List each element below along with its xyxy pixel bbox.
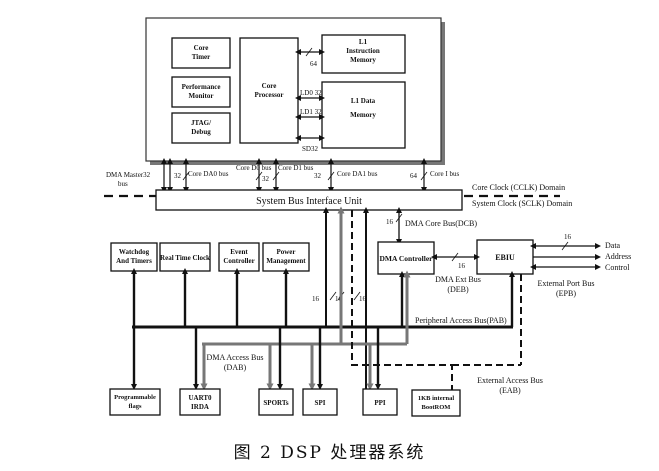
ppi-box [362,388,398,416]
pab-label: Peripheral Access Bus(PAB) [415,316,507,325]
l1-data-memory-box [321,81,406,149]
jtag-debug-box [171,112,231,144]
core-d0-width: 32 [262,175,270,183]
port-data: Data [605,241,621,250]
deb-width: 16 [458,262,466,270]
ebiu-label: EBIU [495,253,515,262]
core-i-width: 64 [410,172,418,180]
pab-width-a: 16 [312,295,320,303]
sbiu-label: System Bus Interface Unit [256,196,362,207]
port-address: Address [605,252,631,261]
watchdog-box [110,242,158,272]
cclk-label: Core Clock (CCLK) Domain [472,183,565,192]
spi-box [302,388,338,416]
jtag-debug-label: JTAG/Debug [191,119,212,136]
core-da0-label: Core DA0 bus [188,170,229,178]
pab-width-b: 16 [335,295,343,303]
core-instr-width: 64 [310,60,318,68]
core-i-label: Core I bus [430,170,459,178]
uart-irda-box [179,388,221,416]
core-d1-label: Core D1 bus [278,164,314,172]
sports-label: SPORTs [263,399,288,407]
figure-caption: 图 2 DSP 处理器系统 [233,443,426,463]
sd-label: SD32 [302,145,318,153]
sports-box [258,388,294,416]
performance-monitor-box [171,76,231,108]
deb-label: DMA Ext Bus(DEB) [435,275,481,294]
eab-label: External Access Bus(EAB) [477,376,543,395]
core-processor-box [239,37,299,144]
eab-line [351,210,453,390]
core-da1-label: Core DA1 bus [337,170,378,178]
spi-label: SPI [315,399,326,407]
rtc-box [159,242,211,272]
sbiu-box [155,189,463,211]
pab-width-c: 16 [359,295,367,303]
core-da0-width: 32 [174,172,182,180]
ebiu-box [476,239,534,275]
ld0-label: LD0 32 [300,89,322,97]
core-timer-box [171,37,231,69]
programmable-flags-box [109,388,161,416]
ld1-label: LD1 32 [300,108,322,116]
dma-controller-box [377,241,435,275]
dcb-label: DMA Core Bus(DCB) [405,219,477,228]
dab-label: DMA Access Bus(DAB) [207,353,264,372]
dcb-width: 16 [386,218,394,226]
event-controller-box [218,242,260,272]
ppi-label: PPI [374,399,386,407]
dma-controller-label: DMA Controller [380,254,434,263]
core-d0-label: Core D0 bus [236,164,272,172]
rtc-label: Real Time Clock [160,254,210,262]
core-da1-width: 32 [314,172,322,180]
port-control: Control [605,263,630,272]
epb-width: 16 [564,233,572,241]
epb-label: External Port Bus(EPB) [538,279,595,298]
l1-instruction-memory-box [321,34,406,74]
bootrom-box [411,389,461,417]
sclk-label: System Clock (SCLK) Domain [472,199,572,208]
